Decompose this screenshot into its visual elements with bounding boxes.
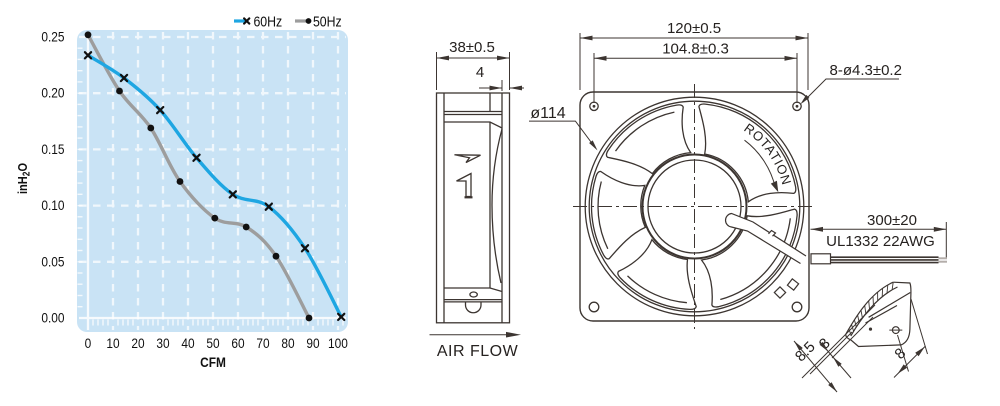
svg-text:0.25: 0.25 (41, 29, 64, 45)
svg-text:20: 20 (131, 335, 144, 351)
svg-text:60: 60 (231, 335, 244, 351)
svg-text:0.20: 0.20 (41, 85, 64, 101)
svg-text:10: 10 (106, 335, 119, 351)
svg-text:104.8±0.3: 104.8±0.3 (662, 41, 729, 58)
svg-text:CFM: CFM (200, 354, 226, 370)
svg-text:50: 50 (206, 335, 219, 351)
svg-text:40: 40 (181, 335, 194, 351)
svg-text:8: 8 (891, 345, 909, 363)
svg-text:300±20: 300±20 (867, 212, 917, 229)
svg-text:100: 100 (328, 335, 348, 351)
svg-text:UL1332 22AWG: UL1332 22AWG (826, 233, 935, 250)
svg-text:90: 90 (306, 335, 319, 351)
svg-text:70: 70 (256, 335, 269, 351)
svg-text:80: 80 (281, 335, 294, 351)
svg-text:0.05: 0.05 (41, 253, 64, 269)
svg-text:0.00: 0.00 (41, 310, 64, 326)
svg-text:AIR FLOW: AIR FLOW (437, 343, 519, 360)
svg-text:ø114: ø114 (530, 105, 565, 122)
svg-text:inH2O: inH2O (15, 163, 32, 194)
svg-text:4: 4 (476, 64, 484, 81)
svg-text:3: 3 (816, 335, 834, 353)
svg-text:60Hz: 60Hz (253, 13, 282, 29)
svg-text:0.10: 0.10 (41, 197, 64, 213)
svg-text:0: 0 (85, 335, 92, 351)
svg-text:8.5: 8.5 (792, 338, 819, 365)
svg-text:8-ø4.3±0.2: 8-ø4.3±0.2 (830, 62, 902, 79)
svg-text:120±0.5: 120±0.5 (667, 20, 721, 37)
svg-text:0.15: 0.15 (41, 141, 64, 157)
svg-text:38±0.5: 38±0.5 (449, 39, 495, 56)
svg-text:50Hz: 50Hz (313, 13, 342, 29)
svg-text:30: 30 (156, 335, 169, 351)
